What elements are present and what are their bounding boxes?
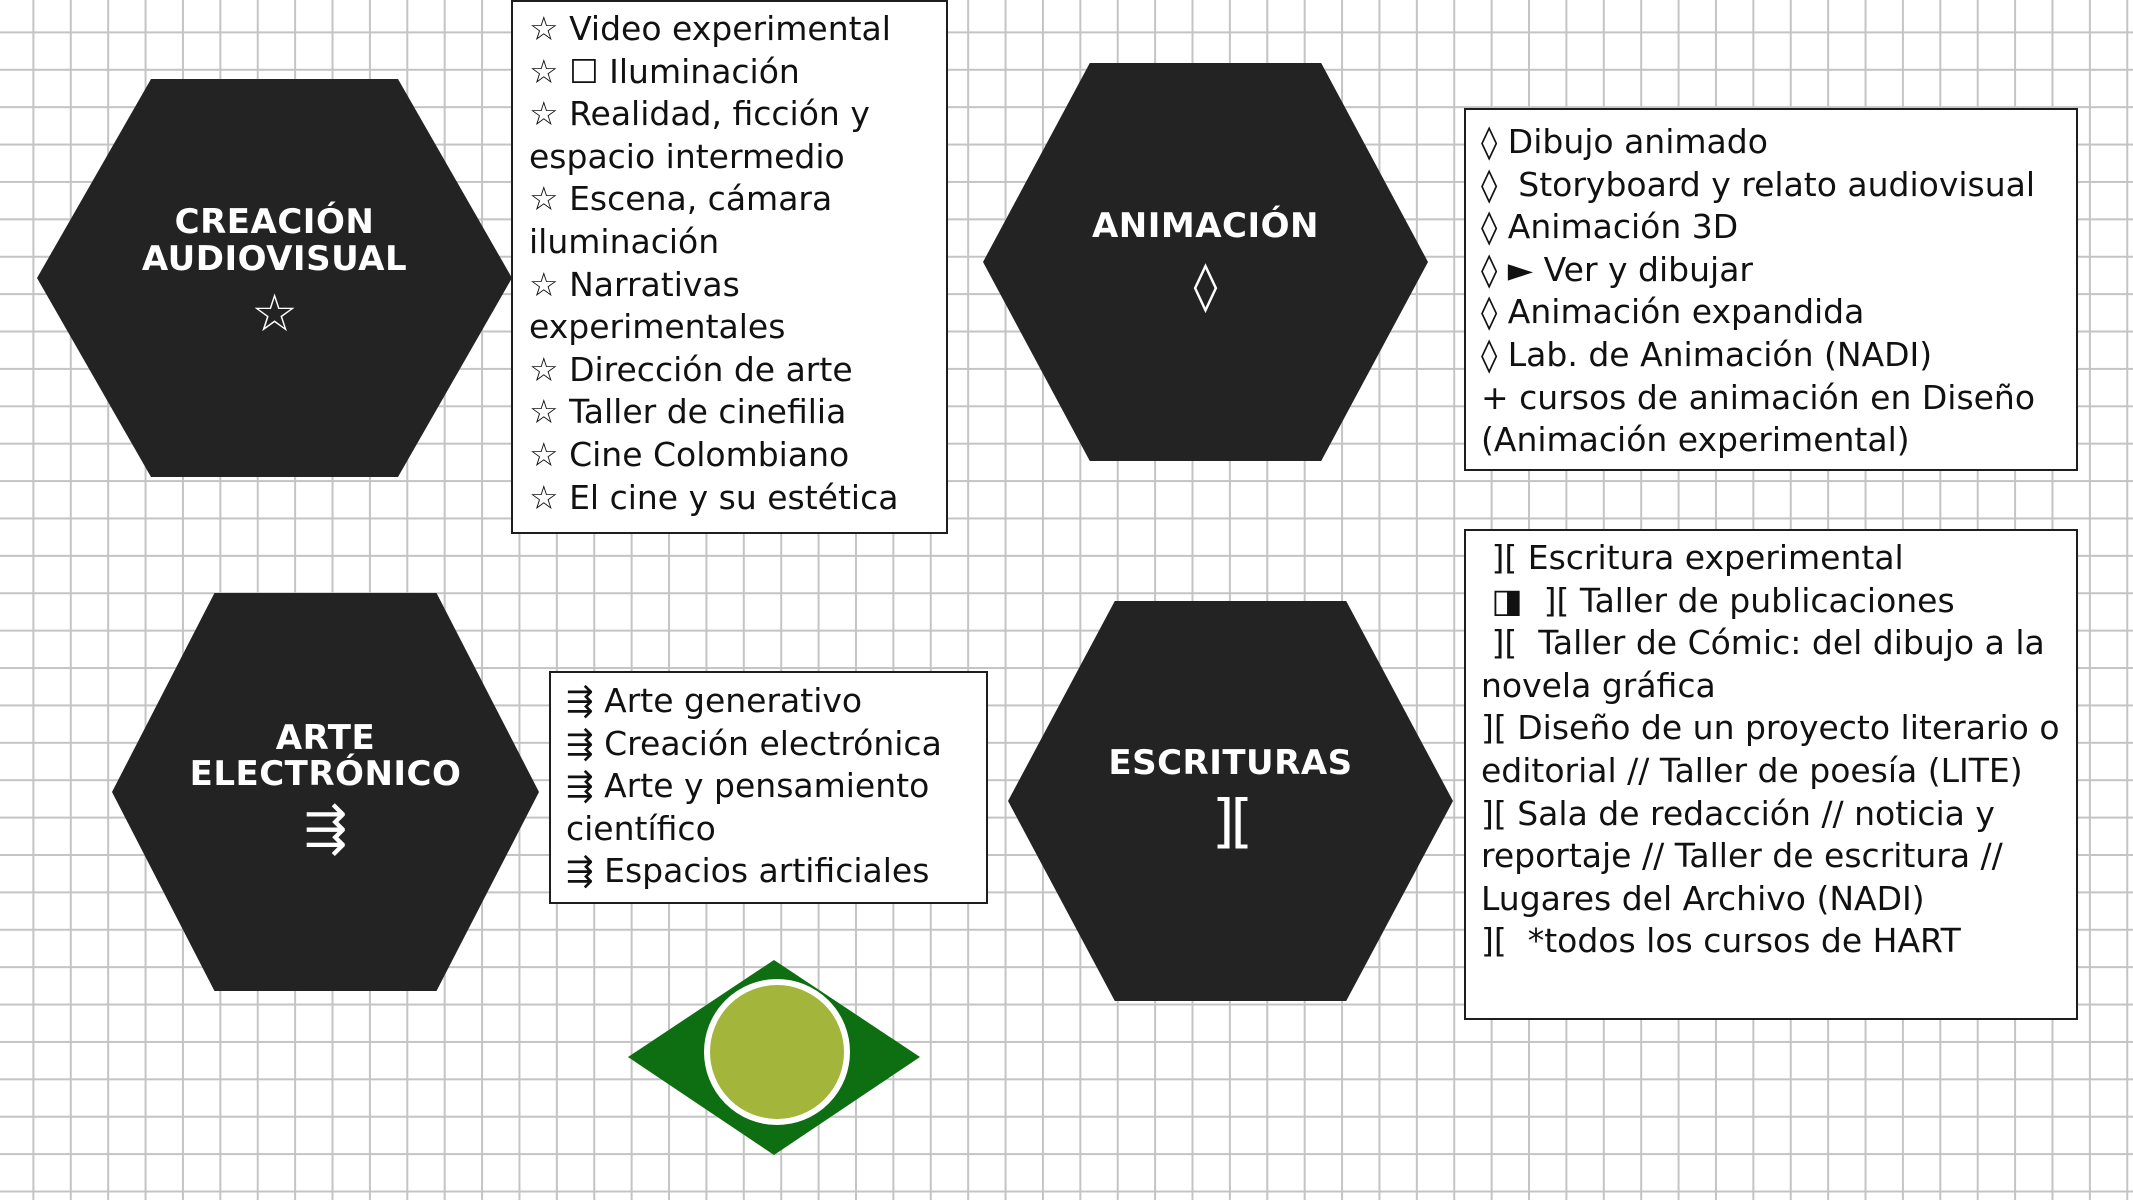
list-item: ☆ Taller de cinefilia	[529, 392, 847, 432]
hexagon-title-line: CREACIÓN	[174, 202, 375, 242]
list-item: ][ Sala de redacción // noticia y	[1481, 793, 1995, 833]
list-item: ◊ Animación 3D	[1481, 207, 1739, 247]
triple-arrow-icon: ⇶	[303, 799, 348, 859]
list-item: novela gráfica	[1481, 665, 1716, 705]
logo-diamond-emblem	[628, 960, 920, 1155]
list-item: ◨ ][ Taller de publicaciones	[1481, 580, 1955, 620]
list-item: reportaje // Taller de escritura //	[1481, 836, 2003, 876]
list-item: Lugares del Archivo (NADI)	[1481, 878, 1925, 918]
list-item: ][ *todos los cursos de HART	[1481, 921, 1961, 961]
hexagon-arte-electronico: ARTE ELECTRÓNICO ⇶	[112, 593, 539, 991]
hexagon-title-line: ARTE	[275, 718, 376, 758]
list-box-creacion-audiovisual: ☆ Video experimental☆ ☐ Iluminación☆ Rea…	[511, 0, 948, 534]
hexagon-title-line: ELECTRÓNICO	[189, 754, 462, 794]
hexagon-title-line: ESCRITURAS	[1108, 743, 1353, 783]
list-item: ☆ ☐ Iluminación	[529, 51, 800, 91]
list-item: científico	[566, 808, 716, 848]
list-item: ⇶ Arte y pensamiento	[566, 766, 930, 806]
list-item: ☆ Realidad, ficción y	[529, 94, 870, 134]
list-item: ◊ ► Ver y dibujar	[1481, 249, 1753, 289]
list-item: ◊ Storyboard y relato audiovisual	[1481, 164, 2036, 204]
list-item: (Animación experimental)	[1481, 420, 1910, 460]
star-icon: ☆	[251, 284, 298, 344]
list-item: ◊ Animación expandida	[1481, 292, 1865, 332]
list-item: ☆ Cine Colombiano	[529, 434, 850, 474]
list-item: ][ Diseño de un proyecto literario o	[1481, 708, 2060, 748]
list-item: ☆ Escena, cámara	[529, 179, 833, 219]
list-item: ⇶ Arte generativo	[566, 681, 863, 720]
list-item: ⇶ Espacios artificiales	[566, 851, 930, 891]
list-item: ◊ Dibujo animado	[1481, 122, 1768, 161]
list-item: editorial // Taller de poesía (LITE)	[1481, 750, 2023, 790]
bracket-icon: ][	[1211, 787, 1253, 855]
list-item: ][ Taller de Cómic: del dibujo a la	[1481, 623, 2045, 663]
hexagon-creacion-audiovisual: CREACIÓN AUDIOVISUAL ☆	[37, 79, 512, 477]
logo-circle	[704, 979, 850, 1125]
diamond-icon: ◊	[1193, 258, 1218, 314]
hexagon-title-line: AUDIOVISUAL	[141, 239, 408, 279]
list-box-animacion: ◊ Dibujo animado◊ Storyboard y relato au…	[1464, 108, 2078, 471]
list-box-escrituras: ][ Escritura experimental ◨ ][ Taller de…	[1464, 529, 2078, 1020]
hexagon-animacion: ANIMACIÓN ◊	[983, 63, 1428, 461]
list-box-arte-electronico: ⇶ Arte generativo⇶ Creación electrónica⇶…	[549, 671, 988, 904]
list-item: ⇶ Creación electrónica	[566, 723, 942, 763]
list-item: ][ Escritura experimental	[1481, 538, 1904, 577]
hexagon-escrituras: ESCRITURAS ][	[1008, 601, 1453, 1001]
list-item: espacio intermedio	[529, 136, 845, 176]
list-item: ☆ El cine y su estética	[529, 477, 899, 517]
list-item: + cursos de animación en Diseño	[1481, 377, 2036, 417]
list-item: ◊ Lab. de Animación (NADI)	[1481, 334, 1933, 374]
list-item: ☆ Dirección de arte	[529, 349, 853, 389]
list-item: experimentales	[529, 307, 786, 347]
list-item: ☆ Narrativas	[529, 264, 740, 304]
list-item: iluminación	[529, 221, 720, 261]
list-item: ☆ Video experimental	[529, 9, 891, 48]
hexagon-title-line: ANIMACIÓN	[1091, 206, 1320, 246]
